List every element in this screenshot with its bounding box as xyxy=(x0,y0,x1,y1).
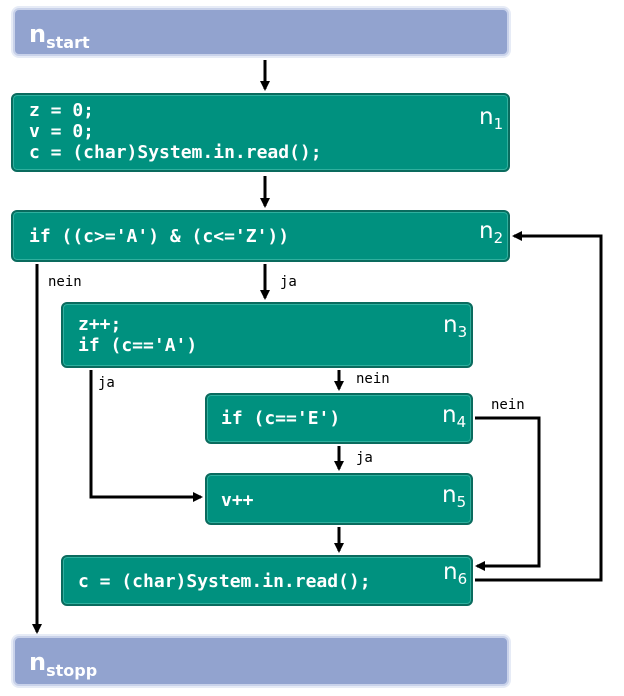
node-n3-label: n3 xyxy=(443,312,468,342)
edge-label-n2-nein: nein xyxy=(48,274,82,290)
node-n1-label: n1 xyxy=(479,104,504,134)
node-n6: c = (char)System.in.read(); n6 xyxy=(61,555,473,606)
start-node: nstart xyxy=(13,8,509,56)
node-n5-label: n5 xyxy=(442,482,467,512)
node-n1: z = 0; v = 0; c = (char)System.in.read()… xyxy=(11,93,510,172)
edge-label-n3-ja: ja xyxy=(98,375,115,391)
node-n4: if (c=='E') n4 xyxy=(205,393,473,444)
node-n5-code: v++ xyxy=(221,490,254,511)
stopp-node: nstopp xyxy=(13,636,509,686)
node-n6-label: n6 xyxy=(443,559,468,589)
node-n3: z++; if (c=='A') n3 xyxy=(61,302,473,368)
edge-label-n2-ja: ja xyxy=(280,274,297,290)
edge-n6-n2 xyxy=(475,231,603,582)
node-n2-code: if ((c>='A') & (c<='Z')) xyxy=(29,226,290,247)
stopp-node-label: nstopp xyxy=(29,648,98,680)
node-n6-code: c = (char)System.in.read(); xyxy=(78,571,371,592)
edge-n3-n5 xyxy=(89,370,203,502)
edge-n4-n6 xyxy=(475,416,541,571)
edge-label-n3-nein: nein xyxy=(356,371,390,387)
edge-label-n4-ja: ja xyxy=(356,450,373,466)
node-n2: if ((c>='A') & (c<='Z')) n2 xyxy=(11,210,510,262)
node-n5: v++ n5 xyxy=(205,473,473,525)
node-n3-code: z++; if (c=='A') xyxy=(78,314,198,356)
node-n4-label: n4 xyxy=(442,402,467,432)
node-n1-code: z = 0; v = 0; c = (char)System.in.read()… xyxy=(29,100,322,163)
node-n4-code: if (c=='E') xyxy=(221,408,341,429)
edge-label-n4-nein: nein xyxy=(491,397,525,413)
node-n2-label: n2 xyxy=(479,218,504,248)
start-node-label: nstart xyxy=(29,20,90,52)
